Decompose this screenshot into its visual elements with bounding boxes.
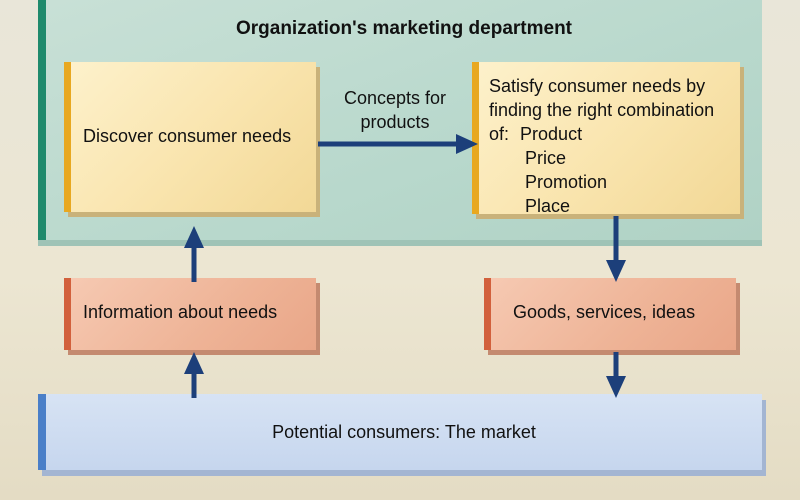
mix-item-price: Price: [525, 148, 567, 168]
potential-consumers-label: Potential consumers: The market: [272, 422, 536, 442]
concepts-line-2: products: [360, 112, 430, 132]
concepts-for-products-label: Concepts for products: [330, 86, 460, 134]
discover-needs-label: Discover consumer needs: [83, 126, 292, 146]
information-about-needs-box: Information about needs: [64, 278, 316, 350]
goods-services-ideas-label: Goods, services, ideas: [513, 302, 696, 322]
mix-item-product: Product: [520, 124, 583, 144]
satisfy-line-1: Satisfy consumer needs by: [489, 76, 706, 96]
satisfy-line-2: finding the right combination: [489, 100, 715, 120]
mix-item-place: Place: [525, 196, 571, 216]
goods-to-market-arrow: [606, 352, 626, 398]
satisfy-needs-box: Satisfy consumer needs by finding the ri…: [472, 62, 740, 216]
discover-needs-box: Discover consumer needs: [64, 62, 316, 212]
goods-services-ideas-box: Goods, services, ideas: [484, 278, 736, 350]
mix-item-promotion: Promotion: [525, 172, 608, 192]
department-title: Organization's marketing department: [235, 18, 573, 39]
mix-first-row: of: Product: [489, 122, 714, 146]
concepts-line-1: Concepts for: [343, 88, 447, 108]
information-about-needs-label: Information about needs: [83, 302, 278, 322]
info-to-discover-arrow: [184, 226, 204, 282]
satisfy-to-goods-arrow: [606, 216, 626, 282]
mix-of-label: of:: [489, 124, 510, 144]
satisfy-needs-text: Satisfy consumer needs by finding the ri…: [489, 74, 714, 218]
concepts-arrow: [318, 134, 478, 154]
market-to-info-arrow: [184, 352, 204, 398]
potential-consumers-box: Potential consumers: The market: [38, 394, 762, 470]
